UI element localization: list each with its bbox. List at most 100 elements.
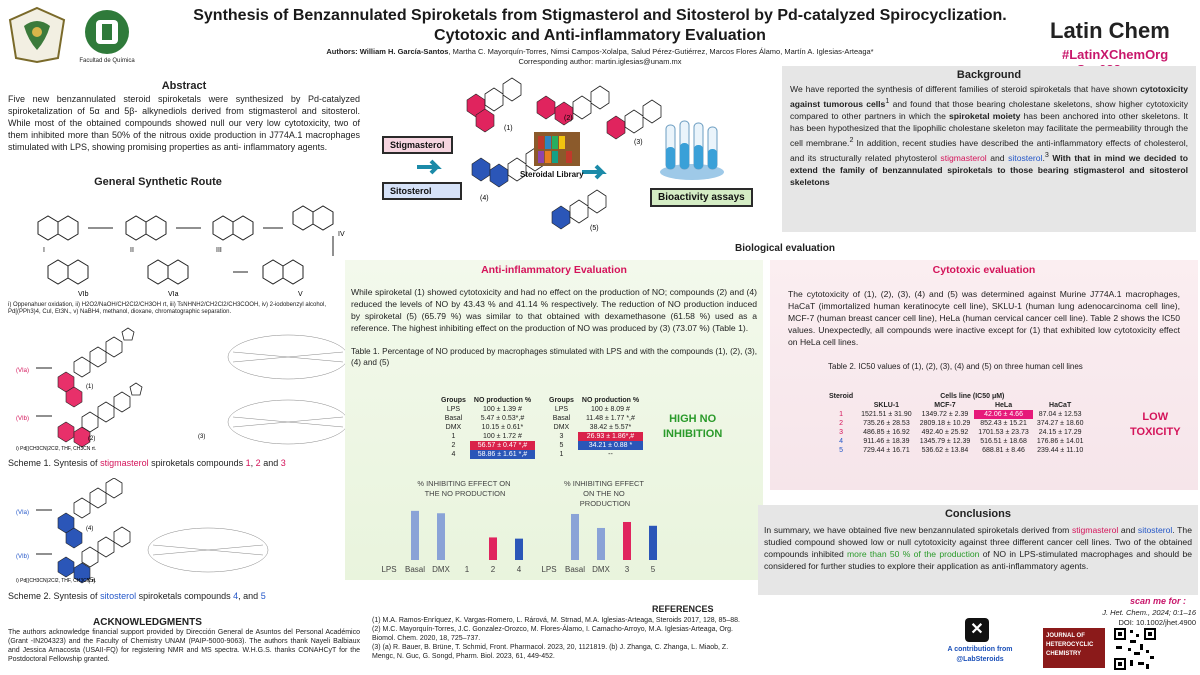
poster-title: Synthesis of Benzannulated Spiroketals f…: [170, 6, 1030, 46]
conclusions-text: In summary, we have obtained five new be…: [764, 524, 1192, 572]
reference-3: (3) (a) R. Bauer, B. Brüne, T. Schmid, F…: [372, 644, 729, 660]
label-III: III: [216, 247, 222, 254]
graphic-compound-4: (4): [480, 195, 489, 202]
arrow-icon: [582, 164, 607, 180]
stigmasterol-chip: Stigmasterol: [382, 136, 453, 154]
t2-cell: 1701.53 ± 23.73: [978, 429, 1029, 436]
x-tick-label: LPS: [541, 565, 556, 574]
t1-cell-highlight: 26.93 ± 1.86*,#: [577, 432, 644, 441]
lead-author: William H. García-Santos: [359, 47, 449, 56]
t1-cell: 1: [451, 433, 456, 440]
scheme-1-caption-tail: spiroketals compounds: [148, 458, 246, 468]
contribution-text: A contribution from: [947, 646, 1013, 653]
chart-1-title: % INHIBITING EFFECT ON THE NO PRODUCTION: [417, 479, 512, 498]
references-heading: REFERENCES: [652, 604, 714, 614]
bioactivity-chip: Bioactivity assays: [650, 188, 753, 207]
t2-cell: 688.81 ± 8.46: [982, 447, 1025, 454]
t1-cell: 2: [451, 442, 456, 449]
concl-t2: and: [1118, 525, 1138, 535]
x-tick-label: DMX: [432, 565, 450, 574]
inhibition-text: INHIBITION: [663, 428, 723, 440]
scheme-1-and: and: [260, 458, 281, 468]
chart-2-title-line-2: ON THE NO: [583, 489, 625, 498]
t2-cell: 1: [839, 411, 844, 418]
title-line-2: Cytotoxic and Anti-inflammatory Evaluati…: [434, 27, 766, 44]
scheme-1-compound-1: 1: [245, 458, 251, 468]
x-tick-label: 5: [651, 565, 656, 574]
graphic-compound-1: (1): [504, 125, 513, 132]
t1-cell: 100 ± 1.39 #: [483, 406, 522, 413]
t1-cell: 4: [451, 451, 456, 458]
t2-cell: 2809.18 ± 10.29: [919, 420, 971, 427]
bg-p5-bold: With that in mind we decided to extend t…: [790, 152, 1188, 187]
co-authors: , Martha C. Mayorquín-Torres, Nimsi Camp…: [448, 47, 874, 56]
t1-cell: 1: [559, 451, 564, 458]
scheme-2-compound-4: 4: [233, 591, 239, 601]
acknowledgments-section: ACKNOWLEDGMENTS The authors acknowledge …: [8, 617, 360, 664]
x-logo-icon[interactable]: ✕: [965, 618, 989, 642]
cyto-heading: Cytotoxic evaluation: [932, 264, 1036, 276]
lab-handle[interactable]: @LabSteroids: [956, 656, 1004, 663]
t2-cell: 492.40 ± 25.92: [921, 429, 969, 436]
t1-cell: 10.15 ± 0.61*: [481, 424, 524, 431]
synthetic-route-diagram: I II III IV V VIa VIb: [37, 205, 345, 298]
t1-cell: 38.42 ± 5.57*: [589, 424, 632, 431]
t1-header: NO production %: [581, 397, 640, 404]
bg-p4: In addition, recent studies have describ…: [790, 137, 1188, 163]
scheme-2-and: , and: [238, 591, 261, 601]
faculty-label: Facultad de Química: [79, 58, 135, 64]
bg-p3: has been anchored into other skeletons. …: [790, 110, 1188, 148]
jhc-line-1: JOURNAL OF: [1046, 633, 1085, 639]
background-section: Background We have reported the synthesi…: [782, 66, 1196, 232]
compound-1-label: (1): [86, 384, 93, 390]
chart-2-title-line-3: PRODUCTION: [580, 499, 630, 508]
x-tick-label: 1: [465, 565, 470, 574]
t2-cell: 1521.51 ± 31.90: [861, 411, 912, 418]
t2-cell: 486.85 ± 16.92: [863, 429, 910, 436]
scheme-1-compound-3: 3: [280, 458, 286, 468]
t2-header: HeLa: [994, 402, 1013, 409]
abstract-text: Five new benzannulated steroid spiroketa…: [8, 94, 360, 152]
hashtag: #LatinXChemOrg: [1062, 47, 1169, 62]
cyto-text: The cytotoxicity of (1), (2), (3), (4) a…: [788, 289, 1180, 347]
concl-t3: . The studied compound showed low or nul…: [764, 525, 1192, 559]
bg-p1: We have reported the synthesis of differ…: [790, 84, 1141, 94]
t2-cell: 176.86 ± 14.01: [1036, 438, 1084, 445]
high-no-inhibition-note: HIGH NO INHIBITION: [663, 412, 722, 442]
title-line-1: Synthesis of Benzannulated Spiroketals f…: [193, 7, 1007, 24]
arrow-icon: [417, 159, 442, 175]
table-1-caption: Table 1. Percentage of NO produced by ma…: [351, 347, 757, 367]
scheme-1-compound-2: 2: [255, 458, 261, 468]
t1-cell: 11.48 ± 1.77 *,#: [586, 415, 635, 422]
corresponding-author: Corresponding author: martin.iglesias@un…: [518, 57, 682, 66]
compound-3-label: (3): [198, 434, 205, 440]
bar-Basal: [411, 510, 419, 560]
chart-1-title-line-2: THE NO PRODUCTION: [425, 489, 506, 498]
concl-highlight: more than 50 % of the production: [847, 549, 980, 559]
bg-and: and: [986, 152, 1009, 163]
scheme-1-diagram: (VIa) (VIb) (1) (2) (3) i) Pd[(CH3CN)2Cl…: [16, 327, 349, 452]
t2-cell: 1345.79 ± 12.39: [919, 438, 971, 445]
t2-cell: 374.27 ± 18.60: [1036, 420, 1084, 427]
bar-Basal: [571, 513, 579, 560]
sitosterol-chip: Sitosterol: [382, 182, 462, 200]
concl-t1: In summary, we have obtained five new be…: [764, 525, 1072, 535]
t1-cell: Basal: [444, 415, 463, 422]
t1-cell: 3: [559, 433, 564, 440]
library-icon: [534, 132, 580, 166]
unam-logo: [8, 6, 66, 64]
label-V: V: [298, 291, 303, 298]
t1-cell: LPS: [554, 406, 569, 413]
bg-ref-1: 1: [885, 97, 890, 105]
label-I: I: [43, 247, 45, 254]
toxicity-text: TOXICITY: [1130, 426, 1181, 438]
t2-cell: 735.26 ± 28.53: [863, 420, 910, 427]
scheme-2-compound-5: 5: [260, 591, 266, 601]
scheme-2-steroid: sitosterol: [100, 591, 137, 601]
bar-DMX: [437, 513, 445, 560]
reference-1: (1) M.A. Ramos-Enríquez, K. Vargas-Romer…: [372, 617, 740, 624]
qr-code-icon[interactable]: [1112, 626, 1158, 672]
chart-2-title: % INHIBITING EFFECT ON THE NO PRODUCTION: [564, 479, 646, 508]
t1-header: Groups: [549, 397, 574, 404]
